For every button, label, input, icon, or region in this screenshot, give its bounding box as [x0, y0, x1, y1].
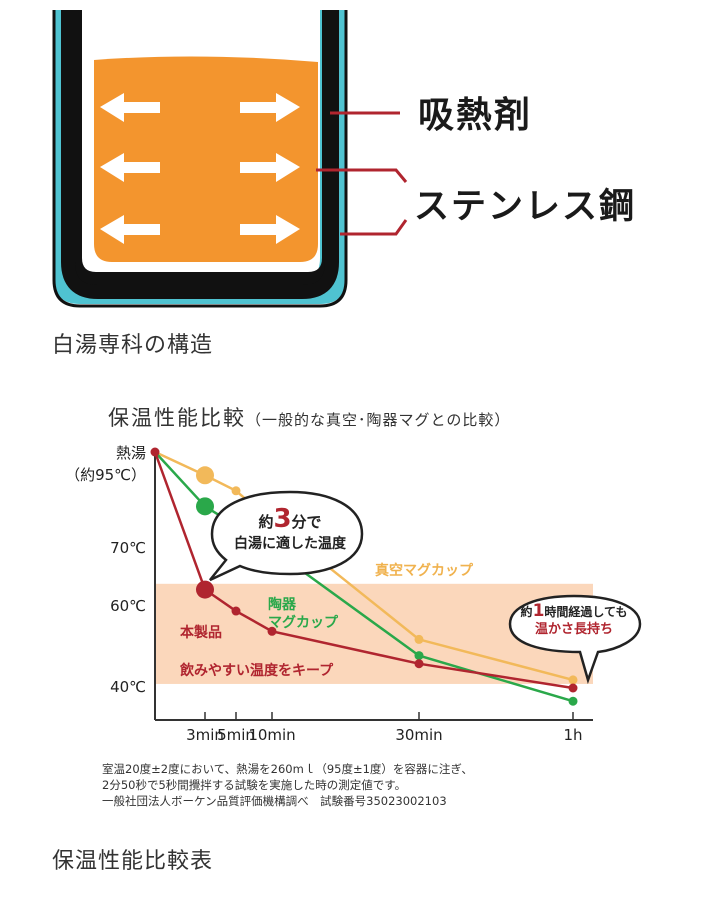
- y-tick-label: 40℃: [110, 678, 146, 696]
- y-tick-label: 熱湯: [115, 444, 146, 462]
- heat-arrows: [100, 93, 300, 244]
- label-heat-absorber: 吸熱剤: [418, 95, 533, 136]
- callout-left: 約3分で 白湯に適した温度: [222, 506, 358, 555]
- series-point: [568, 683, 578, 693]
- band-label: 飲みやすい温度をキープ: [180, 663, 334, 679]
- note-line: 2分50秒で5秒間攪拌する試験を実施した時の測定値です。: [102, 778, 407, 792]
- callout-right-number: 1: [532, 601, 545, 621]
- series-point: [196, 497, 214, 516]
- callout-left-number: 3: [273, 504, 292, 534]
- series-point: [231, 606, 241, 616]
- series-label-ceramic-2: マグカップ: [268, 615, 338, 631]
- chart-title: 保温性能比較: [108, 406, 246, 430]
- chart-subtitle: （一般的な真空･陶器マグとの比較）: [246, 411, 511, 429]
- callout-left-suffix: 分で: [291, 513, 322, 531]
- x-tick-label: 3min: [186, 726, 224, 744]
- callout-right-bubble: [508, 594, 642, 685]
- y-tick-label: 60℃: [110, 597, 146, 615]
- arrow-right-icon: [240, 93, 300, 122]
- callout-right-prefix: 約: [520, 605, 533, 619]
- x-tick-label: 30min: [395, 726, 443, 744]
- callout-left-bubble: [209, 490, 364, 582]
- series-point: [196, 580, 214, 599]
- series-label-ceramic-1: 陶器: [268, 597, 296, 613]
- y-tick-label: 70℃: [110, 539, 146, 557]
- series-line: [153, 451, 574, 690]
- x-tick-label: 5min: [217, 726, 255, 744]
- x-tick-label: 10min: [248, 726, 296, 744]
- series-point: [231, 486, 241, 496]
- note-line: 室温20度±2度において、熱湯を260mｌ（95度±1度）を容器に注ぎ、: [102, 762, 473, 776]
- series-label-product: 本製品: [180, 625, 222, 641]
- structure-diagram: [52, 10, 408, 308]
- callout-right-line2: 温かさ長持ち: [534, 622, 613, 637]
- series-point: [414, 651, 424, 661]
- series-point: [568, 675, 578, 685]
- structure-caption: 白湯専科の構造: [52, 333, 214, 358]
- series-point: [414, 634, 424, 644]
- x-tick-label: 1h: [563, 726, 583, 744]
- series-point: [568, 696, 578, 706]
- arrow-right-icon: [240, 215, 300, 244]
- leader-lines: [316, 111, 408, 236]
- callout-left-prefix: 約: [258, 513, 274, 531]
- label-stainless-steel: ステンレス鋼: [414, 187, 637, 227]
- series-point: [414, 659, 424, 669]
- series-point: [196, 466, 214, 485]
- arrow-right-icon: [240, 153, 300, 182]
- y-tick-label-sub: （約95℃）: [65, 466, 146, 484]
- arrow-left-icon: [100, 215, 160, 244]
- note-line: 一般社団法人ボーケン品質評価機構調べ 試験番号35023002103: [102, 794, 447, 808]
- arrow-left-icon: [100, 153, 160, 182]
- callout-left-line2: 白湯に適した温度: [234, 536, 346, 552]
- series-label-vacuum: 真空マグカップ: [375, 563, 473, 579]
- arrow-left-icon: [100, 93, 160, 122]
- test-notes: 室温20度±2度において、熱湯を260mｌ（95度±1度）を容器に注ぎ、 2分5…: [102, 761, 473, 809]
- series-start-point: [150, 447, 160, 457]
- callout-right-suffix: 時間経過しても: [544, 605, 628, 619]
- chart-title-row: 保温性能比較（一般的な真空･陶器マグとの比較）: [108, 402, 510, 432]
- chart-caption: 保温性能比較表: [52, 849, 214, 874]
- temperature-chart: [150, 447, 642, 721]
- callout-right: 約1時間経過しても 温かさ長持ち: [508, 602, 640, 639]
- series-point: [267, 626, 277, 636]
